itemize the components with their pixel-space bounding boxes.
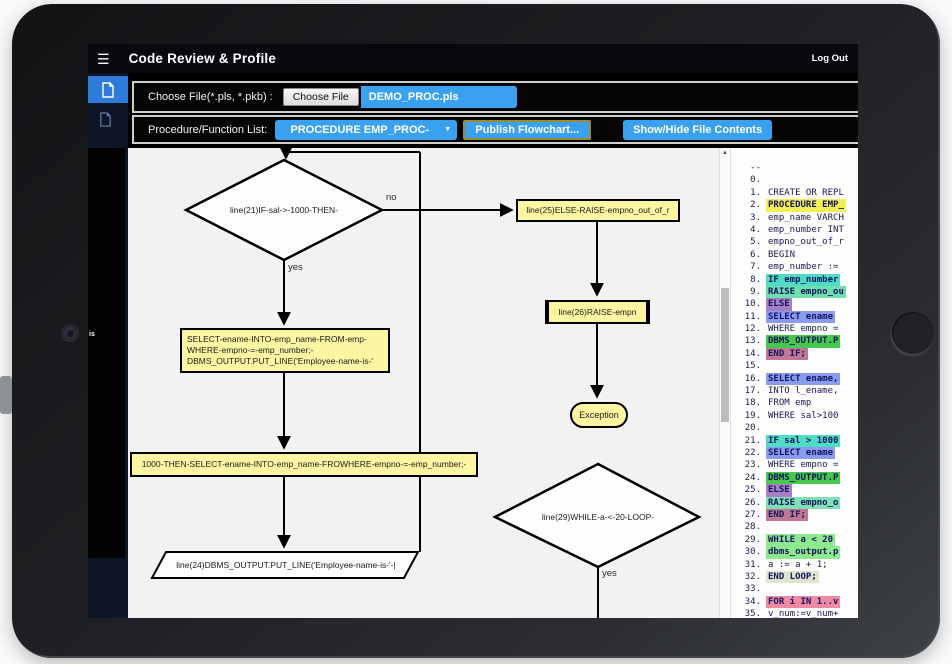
document-icon (102, 81, 114, 98)
code-line: 1.CREATE OR REPL (750, 187, 844, 198)
exception-terminator-node: Exception (570, 402, 628, 428)
code-line: 5.empno_out_of_r (750, 237, 844, 248)
code-line: 3.emp_name VARCH (750, 212, 844, 223)
code-line: 32.END LOOP; (744, 570, 819, 584)
scroll-up-icon[interactable]: ▲ (722, 150, 728, 156)
code-line: 29.WHILE a < 20 (744, 533, 836, 547)
code-line: 20. (744, 423, 761, 434)
choose-file-row: Choose File(*.pls, *.pkb) : Choose File … (132, 81, 858, 113)
app-screen: ☰ Code Review & Profile Log Out is (88, 44, 858, 618)
flowchart-connectors (150, 148, 702, 618)
code-line: 27.END IF; (744, 508, 808, 522)
side-button (0, 376, 12, 414)
sidebar-collapsed-panel: is (88, 148, 125, 558)
selected-file-name: DEMO_PROC.pls (360, 86, 517, 108)
code-line: 4.emp_number INT (750, 224, 844, 235)
sidebar-clipped-label: is (89, 331, 95, 338)
process-wide-node: 1000-THEN-SELECT-ename-INTO-emp_name-FRO… (130, 452, 478, 477)
procedure-select-value: PROCEDURE EMP_PROC- (290, 123, 430, 136)
app-bar: ☰ Code Review & Profile Log Out (88, 44, 858, 73)
code-line: 28. (744, 522, 761, 533)
code-line: 35.v_num:=v_num+ (744, 609, 839, 618)
decision-while-shape (492, 462, 702, 569)
home-button[interactable] (892, 312, 934, 354)
menu-icon[interactable]: ☰ (97, 50, 110, 67)
process-select-line2: WHERE-empno-=-emp_number;- (187, 345, 314, 355)
camera-icon (61, 324, 79, 342)
document-icon (99, 112, 111, 127)
code-line: 12.WHERE empno = (744, 324, 839, 335)
decision-if-label: line(21)IF-sal->-1000-THEN- (230, 204, 338, 215)
code-line: 13.DBMS_OUTPUT.P (744, 335, 841, 348)
code-scrollbar[interactable]: ▲ (719, 148, 731, 618)
code-line: 8.IF emp_number (750, 273, 841, 286)
sidebar: is (88, 73, 128, 618)
decision-if-shape (183, 158, 385, 262)
code-line: 24.DBMS_OUTPUT.P (744, 471, 841, 485)
code-line: 26.RAISE empno_o (744, 496, 841, 509)
code-line: 0. (750, 175, 761, 186)
process-select-line1: SELECT-ename-INTO-emp_name-FROM-emp- (187, 334, 367, 344)
procedure-row: Procedure/Function List: PROCEDURE EMP_P… (132, 115, 858, 144)
flowchart-canvas: line(21)IF-sal->-1000-THEN- no yes SELEC… (128, 148, 719, 618)
process-else-node: line(25)ELSE-RAISE-empno_out_of_r (516, 199, 680, 222)
code-line: 21.IF sal > 1000 (744, 434, 841, 447)
code-line: 23.WHERE empno = (744, 460, 839, 471)
sidebar-item-file-active[interactable] (88, 76, 128, 103)
procedure-list-label: Procedure/Function List: (148, 123, 268, 136)
process-select-line3: DBMS_OUTPUT.PUT_LINE('Employee-name-is-' (187, 356, 374, 366)
sidebar-item-file-2[interactable] (88, 106, 122, 133)
scrollbar-thumb[interactable] (721, 288, 729, 422)
code-line: 9.RAISE empno_ou (750, 285, 846, 299)
code-line: -- (750, 163, 761, 173)
code-line: 30.dbms_output.p (744, 546, 841, 559)
code-line: 18.FROM emp (744, 398, 812, 409)
show-hide-file-contents-button[interactable]: Show/Hide File Contents (623, 119, 773, 140)
code-line: 33. (744, 584, 761, 595)
code-line: 19.WHERE sal>100 (744, 410, 839, 421)
branch-no-label: no (386, 192, 397, 203)
publish-flowchart-button[interactable]: Publish Flowchart... (463, 119, 592, 140)
code-line: 34.FOR i IN 1..v (744, 595, 841, 609)
code-line: 16.SELECT ename, (744, 372, 841, 386)
logout-button[interactable]: Log Out (811, 53, 848, 64)
predefined-raise-node: line(26)RAISE-empn (545, 300, 650, 324)
process-select-node: SELECT-ename-INTO-emp_name-FROM-emp- WHE… (180, 328, 390, 373)
code-line: 6.BEGIN (750, 249, 796, 260)
io-node-label: line(24)DBMS_OUTPUT.PUT_LINE('Employee-n… (176, 559, 396, 570)
page-title: Code Review & Profile (128, 51, 277, 66)
code-line: 14.END IF; (744, 347, 808, 361)
file-controls-panel: Choose File(*.pls, *.pkb) : Choose File … (128, 73, 858, 148)
code-line: 22.SELECT ename (744, 446, 836, 460)
io-parallelogram-shape (150, 551, 420, 579)
code-line: 15. (744, 361, 761, 372)
code-line: 31.a := a + 1; (744, 559, 828, 570)
decision-while-label: line(29)WHILE-a-<-20-LOOP- (541, 511, 655, 522)
branch-yes-label: yes (288, 262, 303, 273)
code-line: 7.emp_number := (750, 262, 839, 273)
code-line: 2.PROCEDURE EMP_ (750, 199, 846, 212)
procedure-select[interactable]: PROCEDURE EMP_PROC- ▼ (275, 119, 458, 140)
code-line: 25.ELSE (744, 484, 792, 497)
code-line: 17.INTO l_ename, (744, 386, 839, 397)
code-line: 11.SELECT ename (744, 310, 836, 324)
code-line: 10.ELSE (744, 298, 792, 311)
branch-yes2-label: yes (602, 568, 617, 579)
choose-file-label: Choose File(*.pls, *.pkb) : (148, 91, 273, 103)
choose-file-button[interactable]: Choose File (282, 88, 359, 106)
chevron-down-icon: ▼ (444, 126, 452, 133)
